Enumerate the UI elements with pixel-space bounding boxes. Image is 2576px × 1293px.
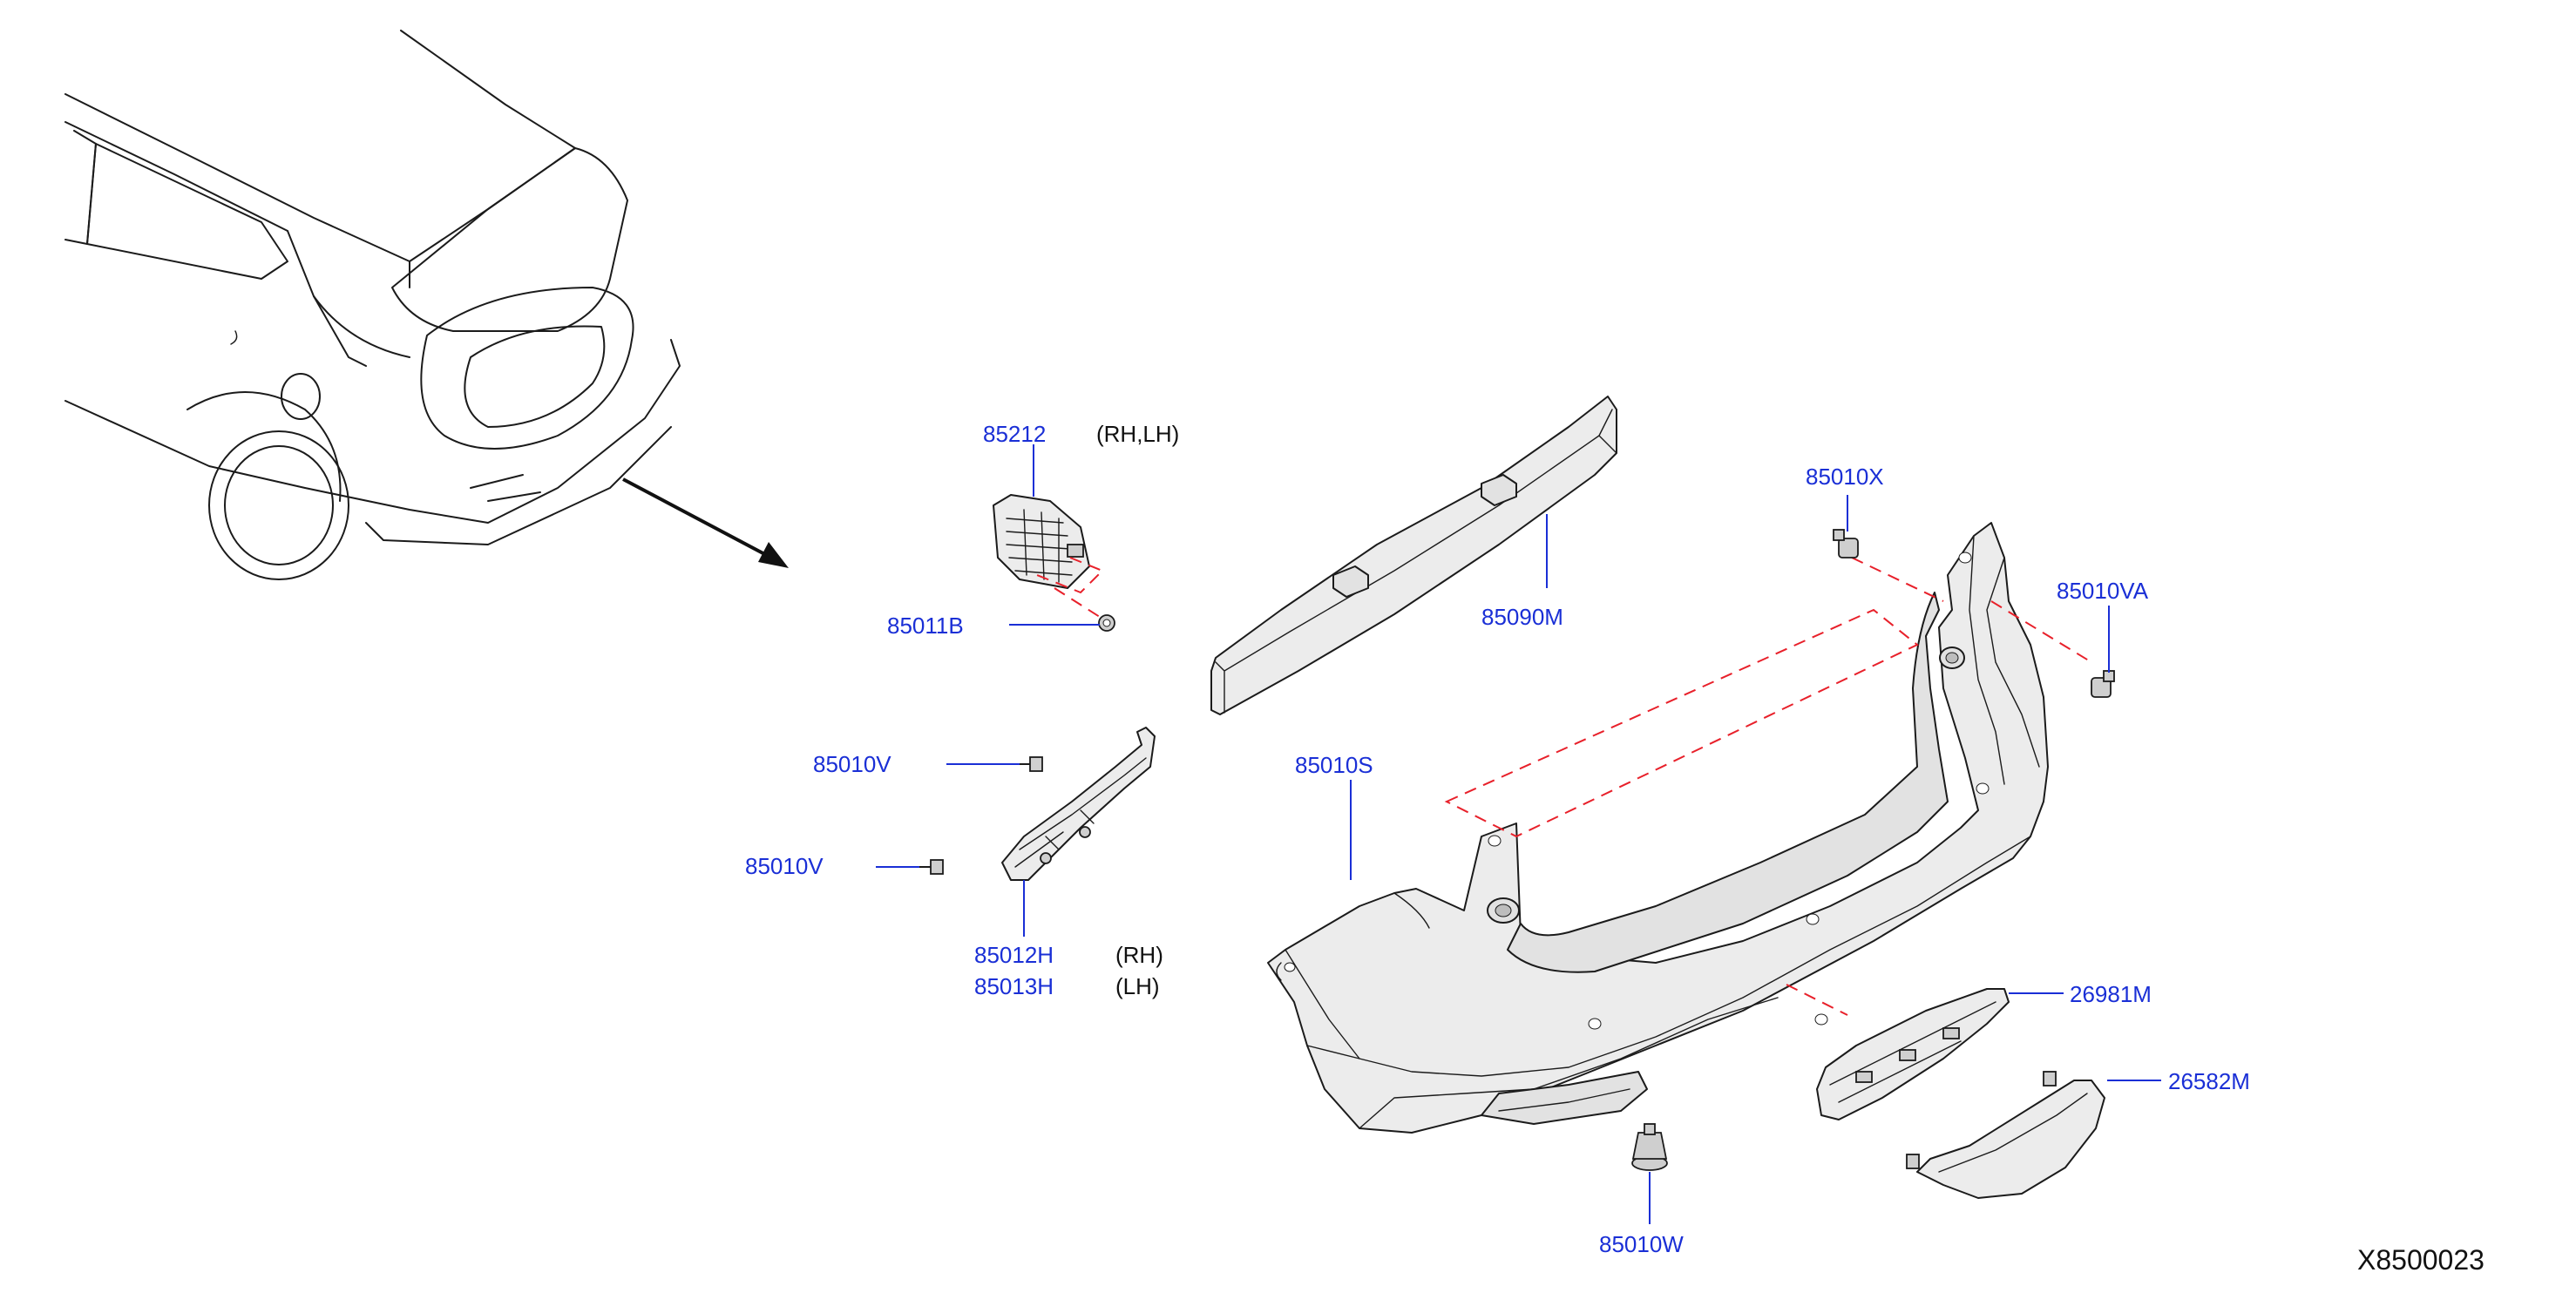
side-label-85012h: (RH) bbox=[1115, 942, 1163, 968]
leader-lines bbox=[876, 444, 2161, 1224]
part-85010va-clip bbox=[2091, 670, 2115, 698]
label-85090m: 85090M bbox=[1481, 604, 1563, 630]
label-85013h: 85013H bbox=[974, 973, 1054, 999]
guide-26981m bbox=[1786, 984, 1848, 1016]
part-labels: 85212 (RH,LH) 85011B 85090M 85010X 85010… bbox=[745, 421, 2250, 1257]
label-85010s: 85010S bbox=[1295, 752, 1373, 778]
part-85010v-screw-upper bbox=[1019, 756, 1043, 772]
part-85010x-clip bbox=[1833, 529, 1859, 558]
label-85010v-lower: 85010V bbox=[745, 853, 824, 879]
label-85010v-upper: 85010V bbox=[813, 751, 891, 777]
vehicle-overview-illustration bbox=[64, 30, 681, 580]
part-85090m-absorber bbox=[1210, 396, 1617, 715]
direction-arrow bbox=[622, 477, 789, 568]
label-85212: 85212 bbox=[983, 421, 1046, 447]
label-85010x: 85010X bbox=[1806, 464, 1884, 490]
label-26582m: 26582M bbox=[2168, 1068, 2250, 1094]
part-85010s-bumper-fascia bbox=[1267, 522, 2049, 1134]
part-85212-bracket bbox=[993, 494, 1090, 589]
part-85012h-side-bracket bbox=[1001, 727, 1156, 881]
part-26981m-bracket bbox=[1816, 988, 2010, 1120]
label-85011b: 85011B bbox=[887, 613, 964, 639]
part-85010v-screw-lower bbox=[919, 859, 944, 875]
side-label-85013h: (LH) bbox=[1115, 973, 1160, 999]
side-label-85212: (RH,LH) bbox=[1096, 421, 1179, 447]
label-26981m: 26981M bbox=[2070, 981, 2152, 1007]
label-85010w: 85010W bbox=[1599, 1231, 1684, 1257]
guide-85212 bbox=[1036, 557, 1104, 594]
part-85011b-clip bbox=[1098, 614, 1115, 632]
guide-85090m-to-fascia bbox=[1444, 608, 1919, 838]
part-85010w-clip bbox=[1631, 1123, 1668, 1171]
guide-85010x bbox=[1851, 557, 1944, 602]
label-85010va: 85010VA bbox=[2057, 578, 2149, 604]
part-26582m-reflector bbox=[1906, 1071, 2105, 1199]
guide-85011b bbox=[1054, 587, 1103, 619]
diagram-code: X8500023 bbox=[2357, 1244, 2484, 1276]
label-85012h: 85012H bbox=[974, 942, 1054, 968]
